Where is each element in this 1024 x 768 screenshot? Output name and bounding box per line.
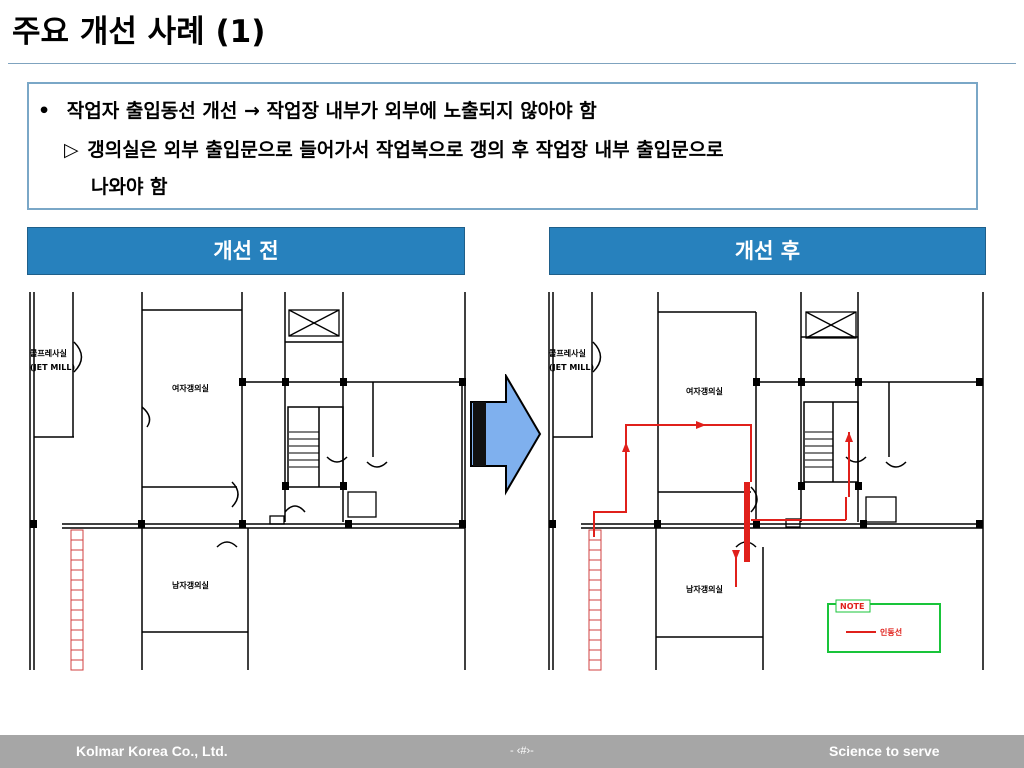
- line-1-text: 작업자 출입동선 개선: [66, 100, 244, 122]
- note-legend-label: 인동선: [880, 627, 902, 637]
- female-changing-room-label: 여자갱의실: [686, 386, 723, 396]
- before-header: 개선 전: [27, 227, 465, 275]
- slide-title: 주요 개선 사례 (1): [12, 14, 266, 50]
- after-header: 개선 후: [549, 227, 986, 275]
- male-changing-room-label: 남자갱의실: [686, 584, 723, 594]
- footer-bar: Kolmar Korea Co., Ltd. - ‹#›- Science to…: [0, 735, 1024, 768]
- jet-mill-sublabel: (JET MILL): [549, 363, 594, 372]
- line-1-text-cont: 작업장 내부가 외부에 노출되지 않아야 함: [259, 100, 597, 122]
- jet-mill-label: 콜프레사실: [30, 348, 67, 358]
- right-arrow-icon: →: [243, 100, 260, 122]
- bullet: •: [38, 100, 51, 122]
- line-2-text: 갱의실은 외부 출입문으로 들어가서 작업복으로 갱의 후 작업장 내부 출입문…: [87, 139, 724, 161]
- description-line-3: 나와야 함: [91, 176, 168, 198]
- note-title: NOTE: [840, 602, 864, 611]
- description-line-2: ▷ 갱의실은 외부 출입문으로 들어가서 작업복으로 갱의 후 작업장 내부 출…: [64, 135, 724, 162]
- jet-mill-label: 콜프레사실: [549, 348, 586, 358]
- triangle-icon: ▷: [64, 139, 79, 161]
- description-line-1: • 작업자 출입동선 개선 → 작업장 내부가 외부에 노출되지 않아야 함: [38, 96, 597, 123]
- title-divider: [8, 63, 1016, 64]
- description-box: [27, 82, 978, 210]
- male-changing-room-label: 남자갱의실: [172, 580, 209, 590]
- footer-page-number: - ‹#›-: [510, 745, 534, 757]
- female-changing-room-label: 여자갱의실: [172, 383, 209, 393]
- footer-slogan: Science to serve: [829, 743, 940, 759]
- before-floor-plan: 콜프레사실 (JET MILL) 여자갱의실 남자갱의실: [29, 292, 466, 671]
- worker-path: [593, 424, 850, 587]
- right-arrow-icon: [470, 374, 542, 496]
- footer-company: Kolmar Korea Co., Ltd.: [76, 743, 228, 759]
- jet-mill-sublabel: (JET MILL): [30, 363, 75, 372]
- after-floor-plan: NOTE 인동선 콜프레사실 (JET MILL) 여자갱의실 남자갱의실: [548, 292, 984, 671]
- note-legend-box: [827, 603, 941, 653]
